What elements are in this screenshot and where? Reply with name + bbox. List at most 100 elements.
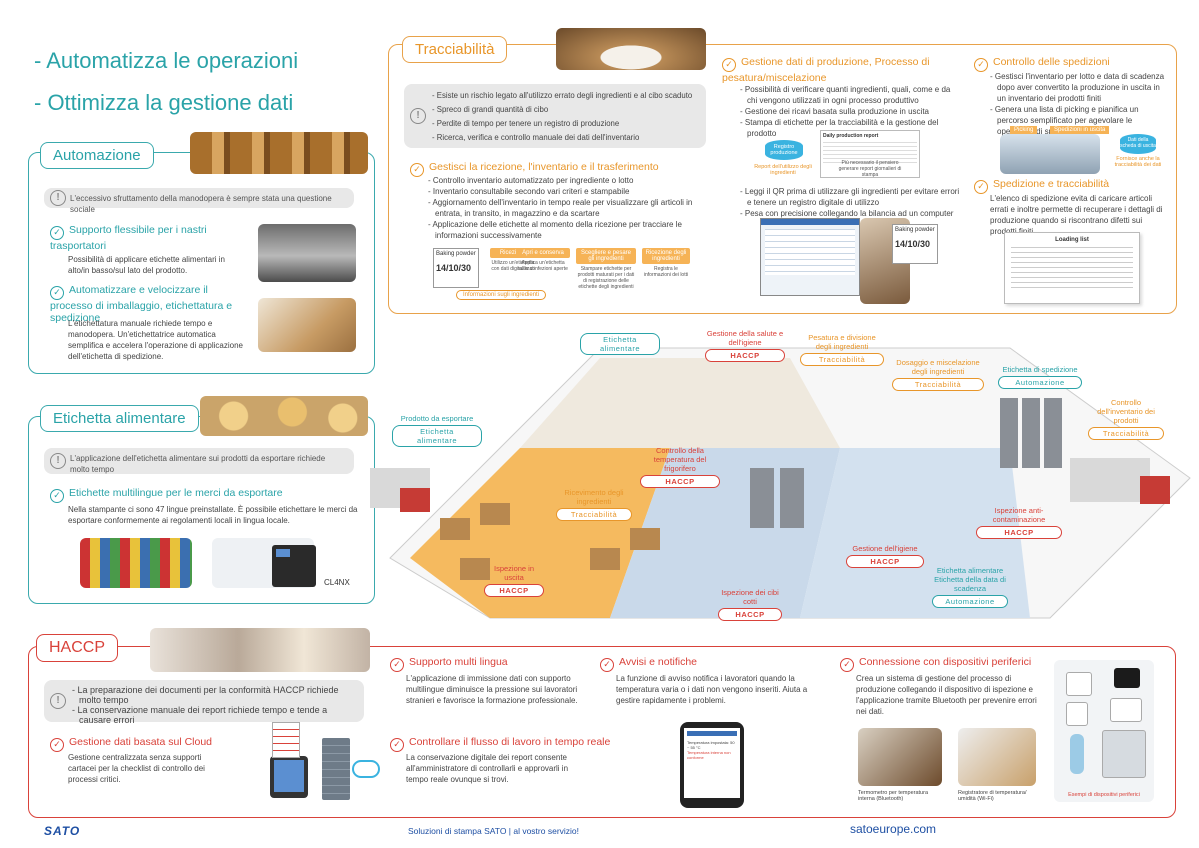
devices-caption: Esempi di dispositivi periferici	[1068, 792, 1140, 798]
callout-pill: HACCP	[846, 555, 924, 568]
phone-line-2: Temperatura interna non conforme	[687, 750, 731, 760]
automazione-photo	[190, 132, 368, 174]
tablet-icon	[270, 756, 308, 798]
etichetta-item-label: Etichette multilingue per le merci da es…	[69, 487, 283, 499]
report-title: Daily production report	[823, 133, 879, 139]
periferici-title-label: Connessione con dispositivi periferici	[859, 656, 1032, 668]
lingua-title: ✓Supporto multi lingua	[390, 656, 590, 672]
spedizioni-bullet-2: Genera una lista di picking e pianifica …	[990, 104, 1168, 137]
server-icon	[322, 738, 350, 800]
callout-cibi-cotti: Ispezione dei cibi cotti HACCP	[718, 588, 782, 621]
check-icon: ✓	[50, 738, 64, 752]
callout-ispezione-uscita: Ispezione in uscita HACCP	[484, 564, 544, 597]
printer-label: CL4NX	[324, 578, 350, 587]
check-icon: ✓	[390, 658, 404, 672]
etichetta-warning-text: L'applicazione dell'etichetta alimentare…	[70, 454, 326, 474]
inspector-icon	[1102, 730, 1146, 778]
callout-data-scadenza: Etichetta alimentare Etichetta della dat…	[932, 566, 1008, 608]
callout-label: Etichetta di spedizione	[1002, 365, 1078, 374]
spedizioni-sub-text: L'elenco di spedizione evita di caricare…	[990, 194, 1163, 236]
callout-pill: HACCP	[640, 475, 720, 488]
export-goods-photo	[80, 538, 192, 588]
spedizioni-title: ✓Controllo delle spedizioni	[974, 56, 1174, 72]
automazione-title: Automazione	[40, 142, 154, 169]
callout-etichetta-spedizione: Etichetta di spedizione Automazione	[998, 365, 1082, 389]
warning-icon: !	[50, 453, 66, 469]
cloud-title-label: Gestione dati basata sul Cloud	[69, 736, 213, 748]
tracciabilita-sub-label: Gestisci la ricezione, l'inventario e il…	[429, 161, 659, 173]
callout-label: Prodotto da esportare	[400, 414, 474, 423]
automazione-item2-title: ✓Automatizzare e velocizzare il processo…	[50, 284, 250, 324]
flow-step-1: Ricezione Utilizzo un'etichetta con dati…	[490, 248, 536, 272]
produzione-bullet-5: Pesa con precisione collegando la bilanc…	[740, 208, 962, 219]
warning-icon: !	[410, 108, 426, 124]
callout-pill: HACCP	[484, 584, 544, 597]
loading-list-title: Loading list	[1055, 237, 1089, 243]
callout-pill: Tracciabilità	[1088, 427, 1164, 440]
check-icon: ✓	[50, 489, 64, 503]
label-product-name: Baking powder	[436, 251, 476, 257]
flow-step-4-title: Ricezione degli ingredienti	[642, 248, 690, 264]
etichetta-title: Etichetta alimentare	[40, 405, 199, 432]
lingua-text: L'applicazione di immissione dati con su…	[406, 674, 578, 705]
callout-label: Ispezione anti-contaminazione	[992, 506, 1046, 524]
callout-gestione-igiene: Gestione dell'igiene HACCP	[846, 544, 924, 568]
footer-tagline: Soluzioni di stampa SATO | al vostro ser…	[408, 826, 580, 836]
automazione-item2-label: Automatizzare e velocizzare il processo …	[50, 284, 233, 324]
report-note: Più necessario il pensiero generare repo…	[838, 160, 902, 178]
etichetta-warning: ! L'applicazione dell'etichetta alimenta…	[44, 448, 354, 474]
check-icon: ✓	[722, 58, 736, 72]
haccp-warning-2: La conservazione manuale dei report rich…	[72, 705, 356, 725]
callout-pill: Tracciabilità	[556, 508, 632, 521]
check-icon: ✓	[600, 658, 614, 672]
flow-step-2-title: Apri e conserva	[516, 248, 570, 258]
haccp-warning-1: La preparazione dei documenti per la con…	[72, 685, 356, 705]
warehouse-photo	[1000, 134, 1100, 174]
callout-anti-contaminazione: Ispezione anti-contaminazione HACCP	[976, 506, 1062, 539]
cloud-title: ✓ Gestione dati basata sul Cloud	[50, 736, 270, 752]
warning-icon: !	[50, 693, 66, 709]
produzione-bullets-2: Leggi il QR prima di utilizzare gli ingr…	[740, 186, 962, 219]
flow-step-2-text: Applica un'etichetta sulle confezioni ap…	[518, 260, 568, 272]
footer-url[interactable]: satoeurope.com	[850, 822, 937, 836]
automazione-item1-title: ✓Supporto flessibile per i nastri traspo…	[50, 224, 250, 252]
callout-pill: Tracciabilità	[892, 378, 984, 391]
automazione-item1-label: Supporto flessibile per i nastri traspor…	[50, 224, 207, 252]
callout-pill: Etichetta alimentare	[392, 425, 482, 447]
spedizioni-bullets: Gestisci l'inventario per lotto e data d…	[990, 71, 1168, 137]
callout-label: Pesatura e divisione degli ingredienti	[808, 333, 876, 351]
tracciabilita-bullet-3: Aggiornamento dell'inventario in tempo r…	[428, 197, 708, 219]
produzione-bullet-2: Gestione dei ricavi basata sulla produzi…	[740, 106, 962, 117]
spedizioni-title-label: Controllo delle spedizioni	[993, 56, 1110, 68]
produzione-bullets: Possibilità di verificare quanti ingredi…	[740, 84, 962, 139]
sensor-icon	[1070, 734, 1084, 774]
flow-step-3: Scegliere e pesare gli ingredienti Stamp…	[576, 248, 636, 290]
automazione-item1-text: Possibilità di applicare etichette alime…	[68, 255, 225, 275]
callout-frigorifero: Controllo della temperatura del frigorif…	[640, 446, 720, 488]
check-icon: ✓	[390, 738, 404, 752]
produzione-title-label: Gestione dati di produzione, Processo di…	[722, 56, 930, 84]
callout-pill: HACCP	[976, 526, 1062, 539]
receiving-label: Baking powder 14/10/30	[433, 248, 479, 288]
tracciabilita-bullets: Controllo inventario automatizzato per i…	[428, 175, 708, 241]
automazione-item2-text: L'etichettatura manuale richiede tempo e…	[68, 319, 243, 361]
tracciabilita-bullet-2: Inventario consultabile secondo vari cri…	[428, 186, 708, 197]
tracciabilita-warning-1: Esiste un rischio legato all'utilizzo er…	[432, 89, 698, 103]
tracciabilita-bullet-4: Applicazione delle etichette al momento …	[428, 219, 708, 241]
tracciabilita-warnings: ! Esiste un rischio legato all'utilizzo …	[404, 84, 706, 148]
produzione-title: ✓Gestione dati di produzione, Processo d…	[722, 56, 962, 84]
checklist-icon	[272, 722, 300, 758]
tracciabilita-warning-3: Perdite di tempo per tenere un registro …	[432, 117, 698, 131]
flusso-text: La conservazione digitale dei report con…	[406, 753, 569, 784]
scale-icon	[1110, 698, 1142, 722]
callout-label: Controllo dell'inventario dei prodotti	[1097, 398, 1155, 425]
avvisi-text: La funzione di avviso notifica i lavorat…	[616, 674, 808, 705]
flow-step-1-title: Ricezione	[490, 248, 536, 258]
spedizioni-sub-label: Spedizione e tracciabilità	[993, 178, 1110, 190]
periferici-title: ✓Connessione con dispositivi periferici	[840, 656, 1080, 672]
shipping-db-note: Fornisce anche la tracciabilità dei dati	[1114, 156, 1162, 168]
tracciabilita-bullet-1: Controllo inventario automatizzato per i…	[428, 175, 708, 186]
factory-floor-illustration	[370, 347, 1191, 619]
flow-step-2: Apri e conserva Applica un'etichetta sul…	[516, 248, 570, 272]
headline-line1: - Automatizza le operazioni	[34, 48, 299, 73]
